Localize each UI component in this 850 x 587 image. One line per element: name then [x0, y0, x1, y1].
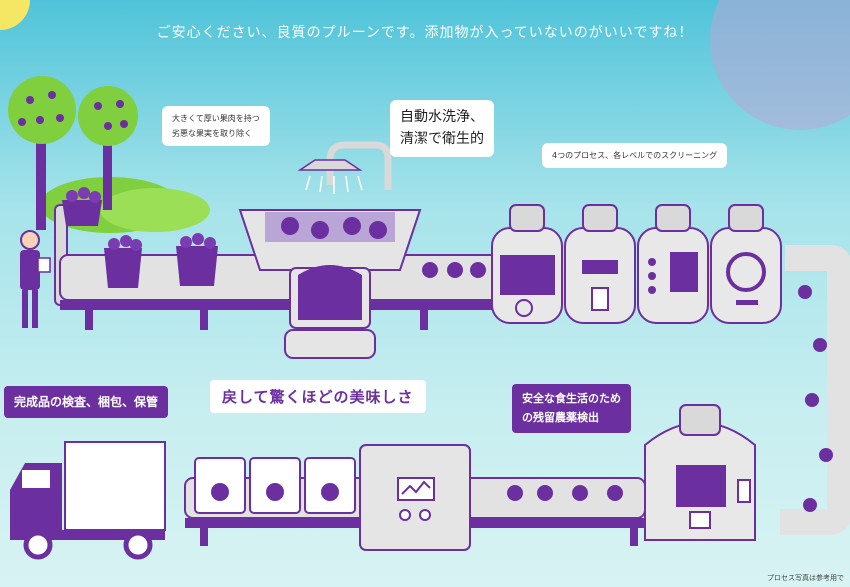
tank-icon	[491, 204, 563, 324]
basket-icon	[62, 187, 102, 226]
caption-pesticide-line1: 安全な食生活のため	[522, 392, 621, 405]
caption-sorting-line2: 劣悪な果実を取り除く	[172, 129, 252, 139]
control-panel-icon	[359, 444, 471, 551]
tank-icon	[710, 204, 782, 324]
footnote: プロセス写真は参考用で	[767, 574, 844, 582]
caption-pesticide: 安全な食生活のため の残留農薬検出	[512, 384, 631, 434]
caption-washing-line2: 清潔で衛生的	[400, 131, 484, 148]
package-icon	[249, 457, 301, 514]
tank-icon	[644, 404, 756, 541]
package-icon	[304, 457, 356, 514]
tank-icon	[564, 204, 636, 324]
tree-icon	[8, 76, 76, 230]
truck-icon	[10, 441, 166, 560]
basket-icon	[176, 233, 218, 286]
tank-icon	[637, 204, 709, 324]
caption-pesticide-line2: の残留農薬検出	[522, 410, 599, 424]
sun-icon	[0, 0, 30, 30]
caption-washing: 自動水洗浄、 清潔で衛生的	[390, 100, 494, 157]
caption-inspection: 完成品の検査、梱包、保管	[4, 386, 169, 419]
caption-screening: 4つのプロセス、各レベルでのスクリーニング	[542, 143, 728, 169]
caption-washing-line1: 自動水洗浄、	[400, 109, 484, 125]
worker-icon	[20, 230, 51, 328]
basket-icon	[104, 235, 142, 288]
caption-taste: 戻して驚くほどの美味しさ	[210, 380, 426, 413]
package-icon	[194, 457, 246, 514]
caption-sorting: 大きくて厚い果肉を持つ 劣悪な果実を取り除く	[162, 106, 270, 147]
headline: ご安心ください、良質のプルーンです。添加物が入っていないのがいいですね！	[156, 25, 694, 41]
prune-bag-icon	[710, 0, 850, 130]
caption-sorting-line1: 大きくて厚い果肉を持つ	[172, 114, 260, 123]
washer-icon	[238, 141, 422, 359]
tree-icon	[78, 86, 138, 210]
